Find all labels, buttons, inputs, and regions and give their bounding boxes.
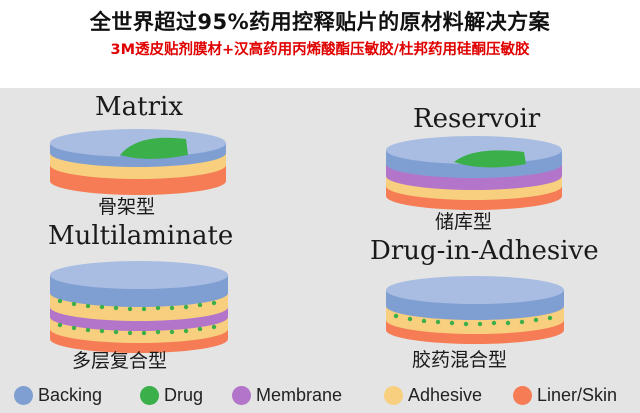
legend-label: Backing	[38, 384, 103, 405]
membrane-swatch-icon	[232, 385, 251, 405]
multilaminate-title: Multilaminate	[48, 221, 234, 251]
legend-label: Adhesive	[408, 384, 483, 405]
legend-item-liner-skin: Liner/Skin	[513, 380, 617, 410]
drug-in-adhesive-title: Drug-in-Adhesive	[370, 236, 599, 266]
legend-label: Membrane	[256, 384, 343, 405]
legend-label: Liner/Skin	[537, 384, 618, 405]
legend-item-backing: Backing	[14, 380, 102, 410]
legend-item-drug: Drug	[140, 380, 203, 410]
drug-in-adhesive-patch-diagram	[386, 276, 564, 344]
reservoir-label: 储库型	[435, 211, 493, 233]
legend-item-membrane: Membrane	[232, 380, 342, 410]
legend-item-adhesive: Adhesive	[384, 380, 482, 410]
multilaminate-label: 多层复合型	[72, 350, 168, 372]
reservoir-title: Reservoir	[413, 104, 541, 134]
matrix-patch-diagram	[50, 129, 226, 195]
reservoir-patch-diagram	[386, 136, 562, 210]
legend: Backing Drug Membrane Adhesive Liner/Ski…	[0, 380, 640, 410]
page-subtitle: 3M透皮贴剂膜材+汉高药用丙烯酸酯压敏胶/杜邦药用硅酮压敏胶	[110, 42, 530, 58]
adhesive-swatch-icon	[384, 385, 403, 405]
multilaminate-patch-diagram	[50, 261, 228, 353]
backing-swatch-icon	[14, 385, 33, 405]
liner-skin-swatch-icon	[513, 385, 532, 405]
matrix-label: 骨架型	[98, 196, 156, 218]
matrix-title: Matrix	[95, 92, 183, 122]
legend-label: Drug	[164, 384, 204, 405]
page-title: 全世界超过95%药用控释贴片的原材料解决方案	[89, 10, 551, 34]
drug-swatch-icon	[140, 385, 159, 405]
drug-in-adhesive-label: 胶药混合型	[412, 349, 508, 371]
